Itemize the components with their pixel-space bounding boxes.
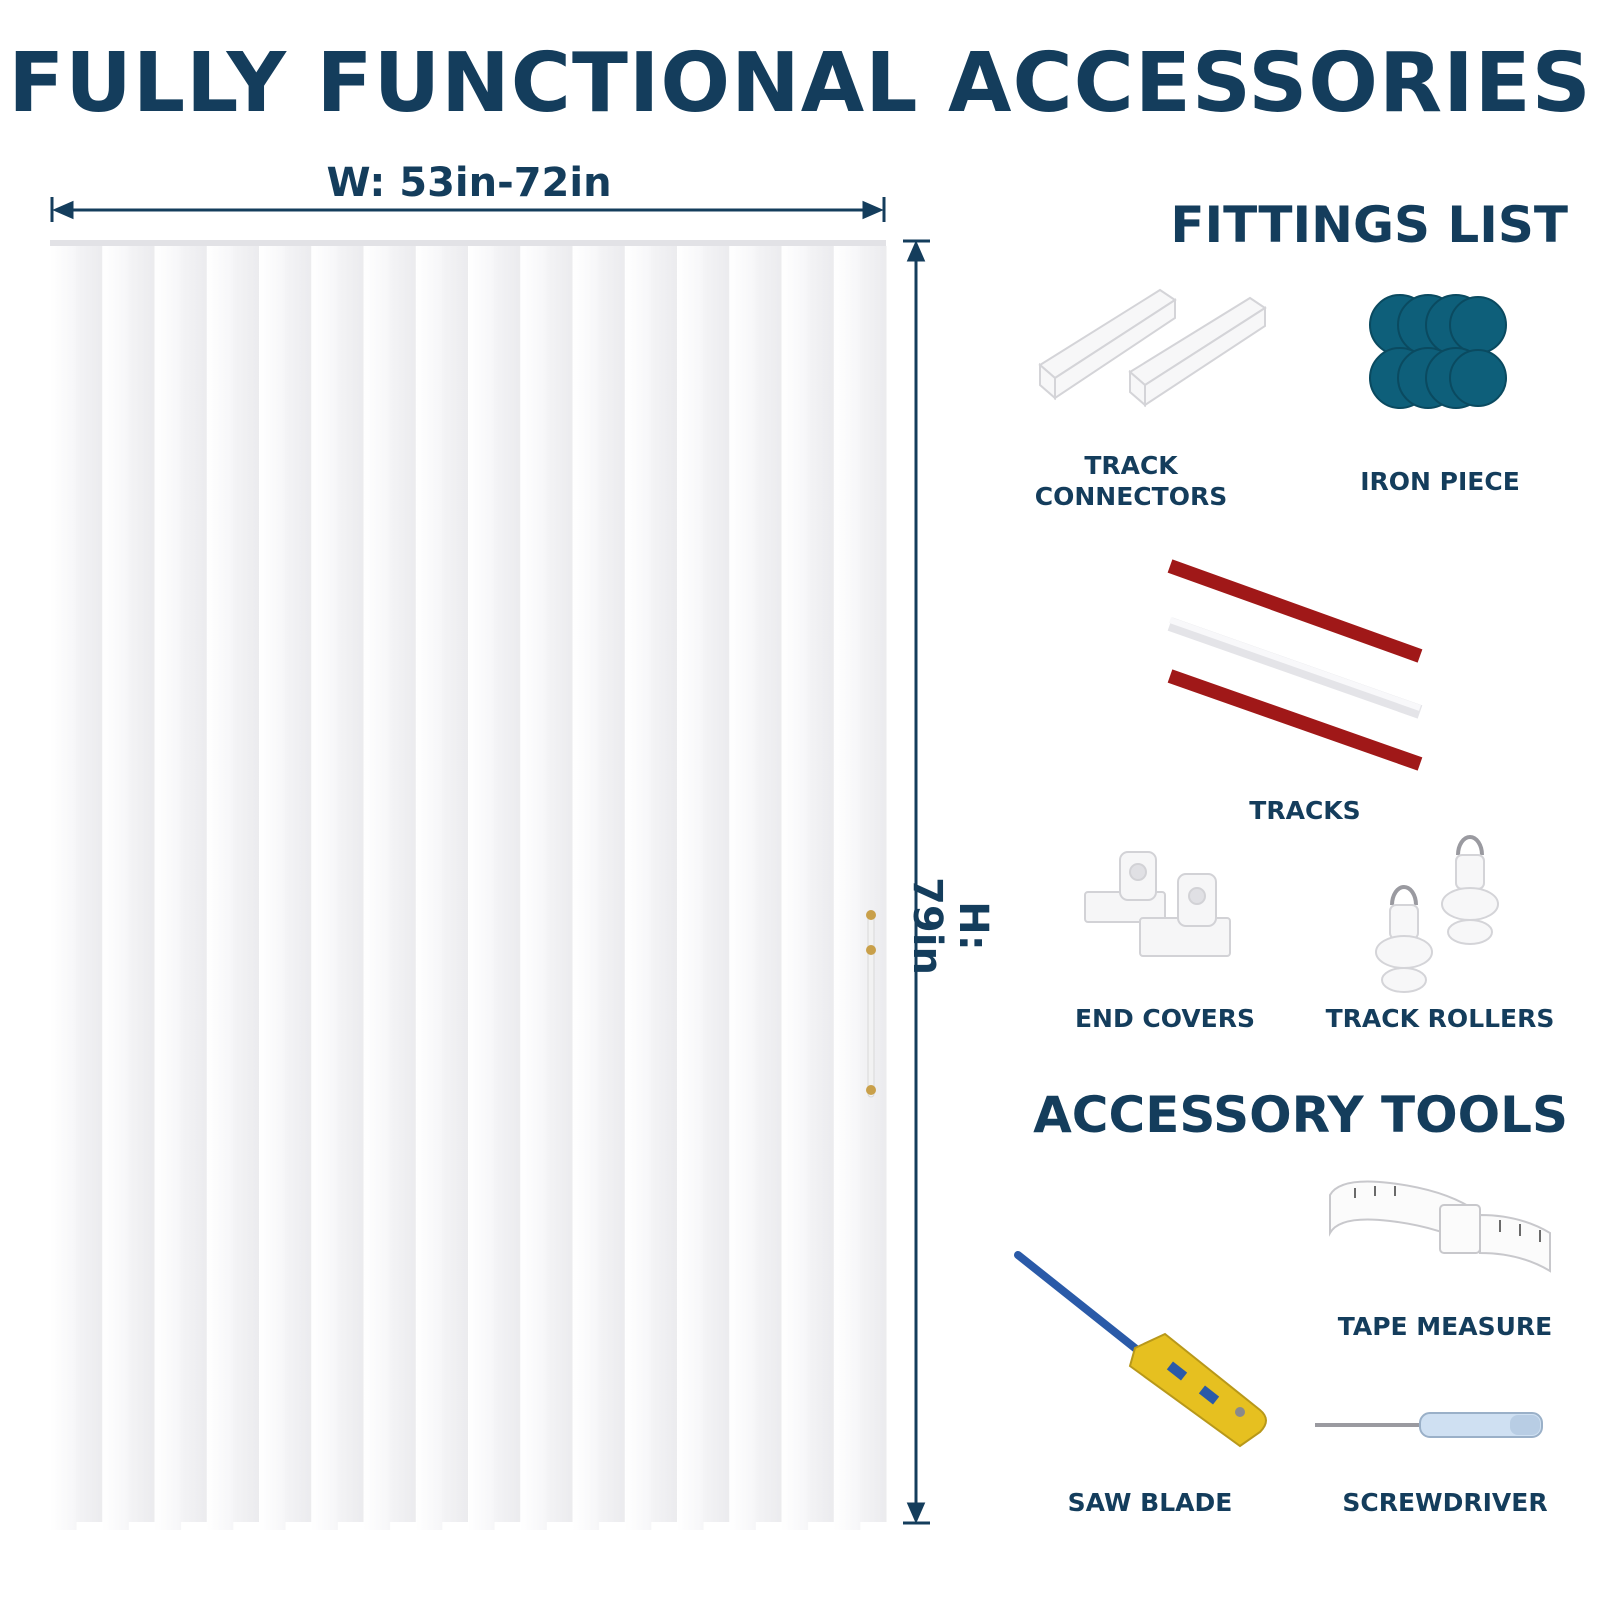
door-pleat [180, 246, 208, 1522]
door-pleat [546, 246, 574, 1522]
door-pleat [624, 246, 652, 1530]
door-pleat [154, 246, 182, 1530]
door-pleat [76, 246, 103, 1522]
door-pleat [572, 246, 600, 1530]
door-pleat [650, 246, 678, 1522]
page-title: FULLY FUNCTIONAL ACCESSORIES [8, 36, 1592, 131]
width-dimension-label: W: 53in-72in [326, 160, 612, 206]
door-top-rail [50, 240, 886, 246]
door-pleat [311, 246, 338, 1530]
item-label-end-covers: END COVERS [1074, 1004, 1256, 1033]
door-pleat [206, 246, 234, 1530]
door-pleat [102, 246, 129, 1530]
door-pleat [494, 246, 521, 1522]
door-pleat [677, 246, 704, 1530]
item-label-tracks: TRACKS [1249, 796, 1361, 825]
door-pleat [128, 246, 156, 1522]
door-pleat [415, 246, 443, 1530]
door-pleat [232, 246, 260, 1522]
item-label-track-connectors: TRACK CONNECTORS [1034, 451, 1228, 511]
item-label-saw-blade: SAW BLADE [1067, 1488, 1233, 1517]
item-label-screwdriver: SCREWDRIVER [1342, 1488, 1548, 1517]
door-pleat [520, 246, 547, 1530]
door-handle [866, 910, 876, 1098]
door-pleat [598, 246, 626, 1522]
accessory-tools-title: ACCESSORY TOOLS [1033, 1086, 1568, 1144]
door-pleat [755, 246, 783, 1522]
item-label-track-rollers: TRACK ROLLERS [1325, 1004, 1555, 1033]
door-pleat [50, 246, 77, 1530]
door-pleat [363, 246, 391, 1530]
door-pleat [729, 246, 756, 1530]
door-pleat [259, 246, 286, 1530]
door-pleat [389, 246, 417, 1522]
door-pleat [781, 246, 809, 1530]
door-pleat [441, 246, 469, 1522]
item-label-iron-piece: IRON PIECE [1360, 467, 1520, 496]
door-pleat [285, 246, 312, 1522]
door-pleat [807, 246, 835, 1522]
door-pleat [468, 246, 495, 1530]
door-pleat [337, 246, 365, 1522]
fittings-list-title: FITTINGS LIST [1170, 196, 1568, 254]
item-label-tape-measure: TAPE MEASURE [1337, 1312, 1553, 1341]
door-panels [50, 246, 887, 1530]
door-pleat [703, 246, 730, 1522]
door-pleat [859, 246, 887, 1522]
door-pleat [833, 246, 861, 1530]
